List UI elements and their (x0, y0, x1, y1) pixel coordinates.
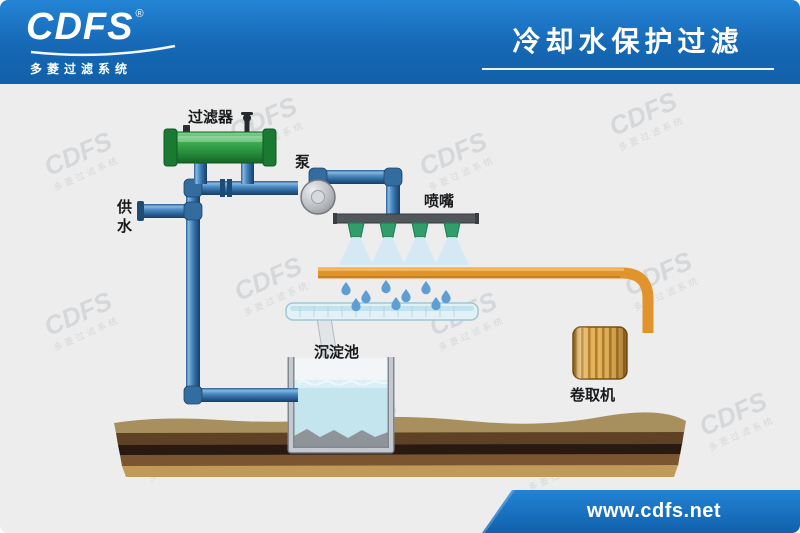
website-url[interactable]: www.cdfs.net (586, 500, 722, 522)
logo-swoosh-icon (30, 44, 176, 56)
brand-subtitle: 多菱过滤系统 (30, 61, 133, 76)
label-pump: 泵 (295, 154, 311, 171)
registered-mark: ® (135, 7, 144, 20)
label-filter: 过滤器 (188, 109, 234, 126)
brand-logo: CDFS ® 多菱过滤系统 (26, 8, 178, 77)
label-nozzle: 喷嘴 (424, 193, 455, 210)
label-tank: 沉淀池 (314, 344, 360, 361)
header: CDFS ® 多菱过滤系统 冷却水保护过滤 (0, 0, 800, 84)
label-coiler: 卷取机 (570, 387, 616, 404)
label-supply: 供水 (116, 199, 132, 235)
footer-ribbon: www.cdfs.net (482, 490, 800, 533)
title-underline (482, 68, 774, 70)
title-block: 冷却水保护过滤 (482, 20, 774, 70)
brand-logo-text: CDFS (26, 5, 134, 48)
page-title: 冷却水保护过滤 (512, 26, 744, 57)
